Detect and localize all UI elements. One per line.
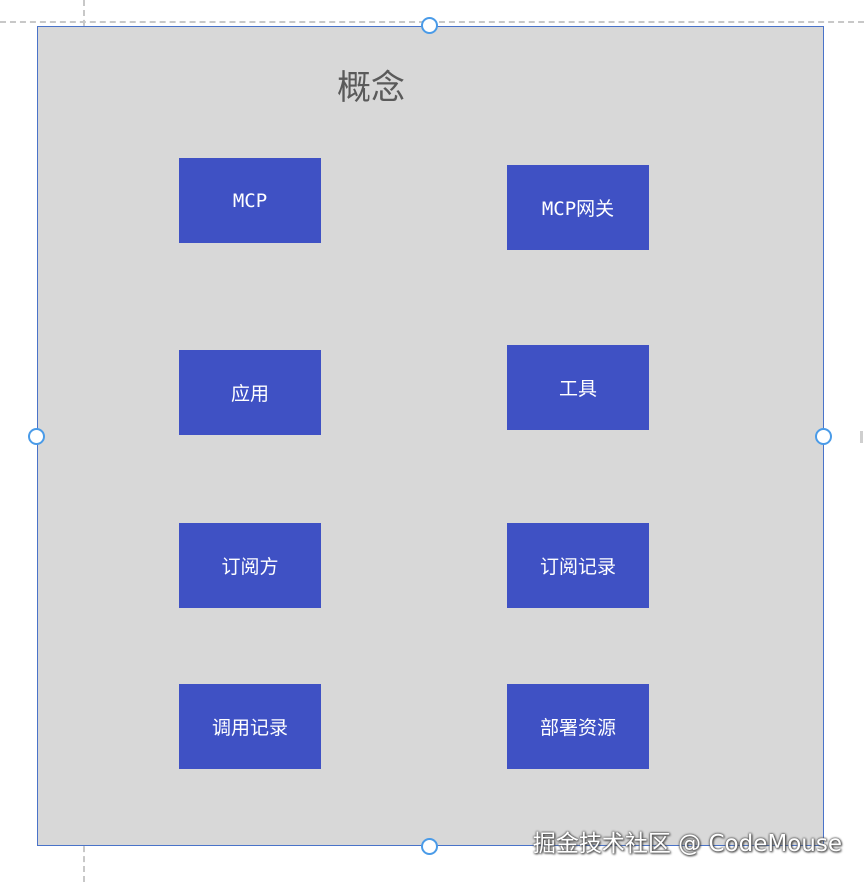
resize-handle-right[interactable] [815, 428, 832, 445]
resize-handle-top[interactable] [421, 17, 438, 34]
box-call-record[interactable]: 调用记录 [179, 684, 321, 769]
concept-container[interactable]: 概念 MCP MCP网关 应用 工具 订阅方 订阅记录 调用记录 部署资源 [37, 26, 824, 846]
resize-handle-left[interactable] [28, 428, 45, 445]
box-subscription-record[interactable]: 订阅记录 [507, 523, 649, 608]
resize-handle-bottom[interactable] [421, 838, 438, 855]
box-deployment-resource[interactable]: 部署资源 [507, 684, 649, 769]
watermark: 掘金技术社区 @ CodeMouse [532, 831, 842, 857]
box-application[interactable]: 应用 [179, 350, 321, 435]
edge-marker [860, 431, 863, 443]
diagram-title: 概念 [337, 68, 405, 108]
box-tool[interactable]: 工具 [507, 345, 649, 430]
box-mcp[interactable]: MCP [179, 158, 321, 243]
box-mcp-gateway[interactable]: MCP网关 [507, 165, 649, 250]
box-subscriber[interactable]: 订阅方 [179, 523, 321, 608]
